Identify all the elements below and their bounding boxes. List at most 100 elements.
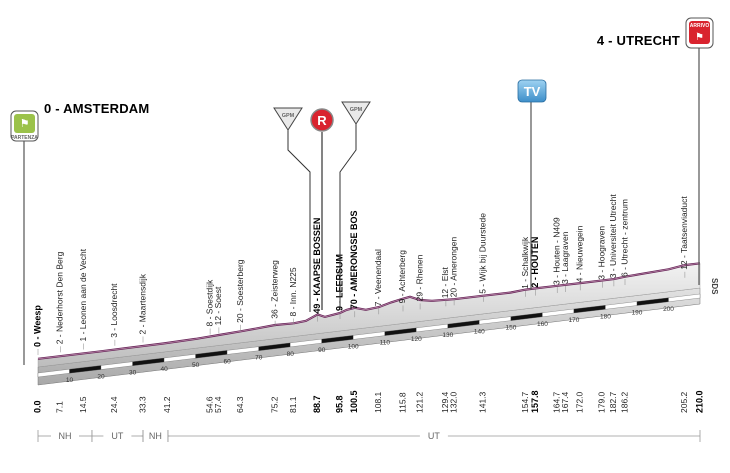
waypoint-distance: 54.6	[204, 396, 214, 413]
waypoint-labels: 0 - Weesp 2 - Nederhorst Den Berg 1 - Leon…	[32, 194, 689, 347]
road-distance-stripes	[37, 293, 701, 378]
waypoint-distance: 57.4	[213, 396, 223, 413]
waypoint-distance: 210.0	[694, 390, 704, 413]
route-line-highlight	[37, 263, 701, 360]
waypoint-distance: 100.5	[349, 390, 359, 413]
waypoint-name: 0 - Weesp	[32, 305, 42, 347]
road-stripe-segment	[668, 293, 701, 302]
distance-ticks: 1020304050607080901001101201301401501601…	[66, 306, 674, 384]
waypoint-name: 20 - Amerongen	[448, 237, 458, 298]
waypoint-name: 9 - LEERSUM	[334, 254, 344, 311]
waypoint-leader-lines	[37, 271, 686, 355]
waypoint-name: 12 - Taatsenviaduct	[679, 196, 689, 270]
waypoint-distance: 129.4	[440, 391, 450, 413]
region-bracket: UT	[167, 430, 701, 442]
waypoint-distance: 14.5	[78, 396, 88, 413]
sds-label: SDS	[710, 278, 719, 295]
distance-tick-label: 130	[442, 332, 453, 339]
start-badge-fill	[14, 114, 35, 133]
waypoint-name: 3 - Loosdrecht	[109, 283, 119, 338]
waypoint-name: 9 - Achterberg	[397, 250, 407, 304]
distance-tick-label: 200	[663, 306, 674, 313]
waypoint-name: 2 - Maartensdijk	[137, 273, 147, 334]
waypoint-name: 29 - Rhenen	[414, 254, 424, 301]
tv-marker: TV	[517, 79, 547, 290]
waypoint-name: 49 - KAAPSE BOSSEN	[312, 218, 322, 314]
waypoint-name: 3 - Hoograven	[597, 226, 607, 280]
waypoint-name: 20 - Soesterberg	[235, 259, 245, 323]
waypoint-distance: 108.1	[373, 391, 383, 413]
waypoint-distance: 164.7	[551, 391, 561, 413]
distance-tick-label: 20	[97, 374, 105, 381]
waypoint-distance: 157.8	[530, 390, 540, 413]
waypoint-name: 1 - Leonen aan de Vecht	[78, 248, 88, 341]
waypoint-distance: 33.3	[137, 396, 147, 413]
waypoint-distance: 64.3	[235, 396, 245, 413]
waypoint-distance: 205.2	[679, 391, 689, 413]
distance-tick-label: 10	[66, 377, 74, 384]
waypoint-distance: 0.0	[32, 400, 42, 413]
waypoint-name: 5 - Wijk bij Duurstede	[478, 213, 488, 294]
region-label: UT	[428, 431, 440, 441]
waypoint-distance: 186.2	[619, 391, 629, 413]
distance-tick-label: 110	[380, 340, 391, 347]
waypoint-name: 8 - Soestdijk	[204, 279, 214, 327]
waypoint-name: 7 - Veenendaal	[373, 249, 383, 306]
waypoint-distance: 24.4	[109, 396, 119, 413]
waypoint-name: 2 - HOUTEN	[530, 237, 540, 288]
waypoint-name: 3 - Universiteit Utrecht	[608, 194, 618, 279]
waypoint-name: 8 - Inn. N225	[288, 267, 298, 316]
distance-tick-label: 120	[411, 336, 422, 343]
finish-flag-icon: ⚑	[695, 32, 704, 43]
gpm-label-1: GPM	[282, 113, 295, 119]
region-bracket: UT	[91, 430, 144, 442]
region-label: UT	[111, 431, 123, 441]
waypoint-name: 1 - Schalkwijk	[520, 236, 530, 289]
waypoint-name: 12 - Elst	[440, 266, 450, 298]
sprint-marker: R	[310, 108, 334, 310]
waypoint-distance: 75.2	[269, 396, 279, 413]
sprint-label: R	[317, 113, 327, 128]
distance-tick-label: 60	[223, 358, 231, 365]
distance-tick-label: 70	[255, 355, 263, 362]
distance-tick-label: 90	[318, 347, 326, 354]
distance-tick-label: 50	[192, 362, 200, 369]
distance-tick-label: 190	[632, 310, 643, 317]
region-label: NH	[149, 431, 162, 441]
distance-tick-label: 170	[568, 317, 579, 324]
waypoint-distance: 167.4	[560, 391, 570, 413]
waypoint-name: 70 - AMERONGSE BOS	[349, 211, 359, 310]
distance-tick-label: 80	[287, 351, 295, 358]
finish-badge: ARRIVO ⚑	[685, 17, 714, 285]
start-city-label: 0 - AMSTERDAM	[44, 101, 149, 116]
waypoint-distance: 7.1	[55, 401, 65, 413]
waypoint-name: 4 - Nieuwegein	[574, 225, 584, 282]
waypoint-name: 3 - Houten - N409	[551, 217, 561, 285]
start-badge: ⚑ PARTENZA	[10, 110, 39, 365]
region-bracket: NH	[37, 430, 93, 442]
waypoint-distance: 141.3	[478, 391, 488, 413]
start-flag-icon: ⚑	[20, 118, 30, 130]
start-badge-label: PARTENZA	[11, 135, 38, 141]
waypoint-distance: 172.0	[574, 391, 584, 413]
distance-tick-label: 150	[505, 325, 516, 332]
waypoint-name: 2 - Nederhorst Den Berg	[55, 251, 65, 344]
tv-label: TV	[524, 84, 541, 99]
region-label: NH	[59, 431, 72, 441]
waypoint-distance: 179.0	[597, 391, 607, 413]
gpm-climb-marker-1: GPM	[273, 107, 311, 312]
finish-badge-label: ARRIVO	[690, 23, 710, 29]
finish-badge-fill	[689, 21, 710, 44]
finish-city-label: 4 - UTRECHT	[597, 33, 680, 48]
waypoint-distance: 182.7	[608, 391, 618, 413]
waypoint-name: 12 - Soest	[213, 286, 223, 325]
distance-tick-label: 30	[129, 370, 137, 377]
waypoint-name: 6 - Utrecht - zentrum	[619, 199, 629, 277]
distance-tick-label: 100	[348, 343, 359, 350]
waypoint-distance: 41.2	[162, 396, 172, 413]
waypoint-distance: 88.7	[312, 395, 322, 413]
waypoint-distance: 121.2	[414, 391, 424, 413]
